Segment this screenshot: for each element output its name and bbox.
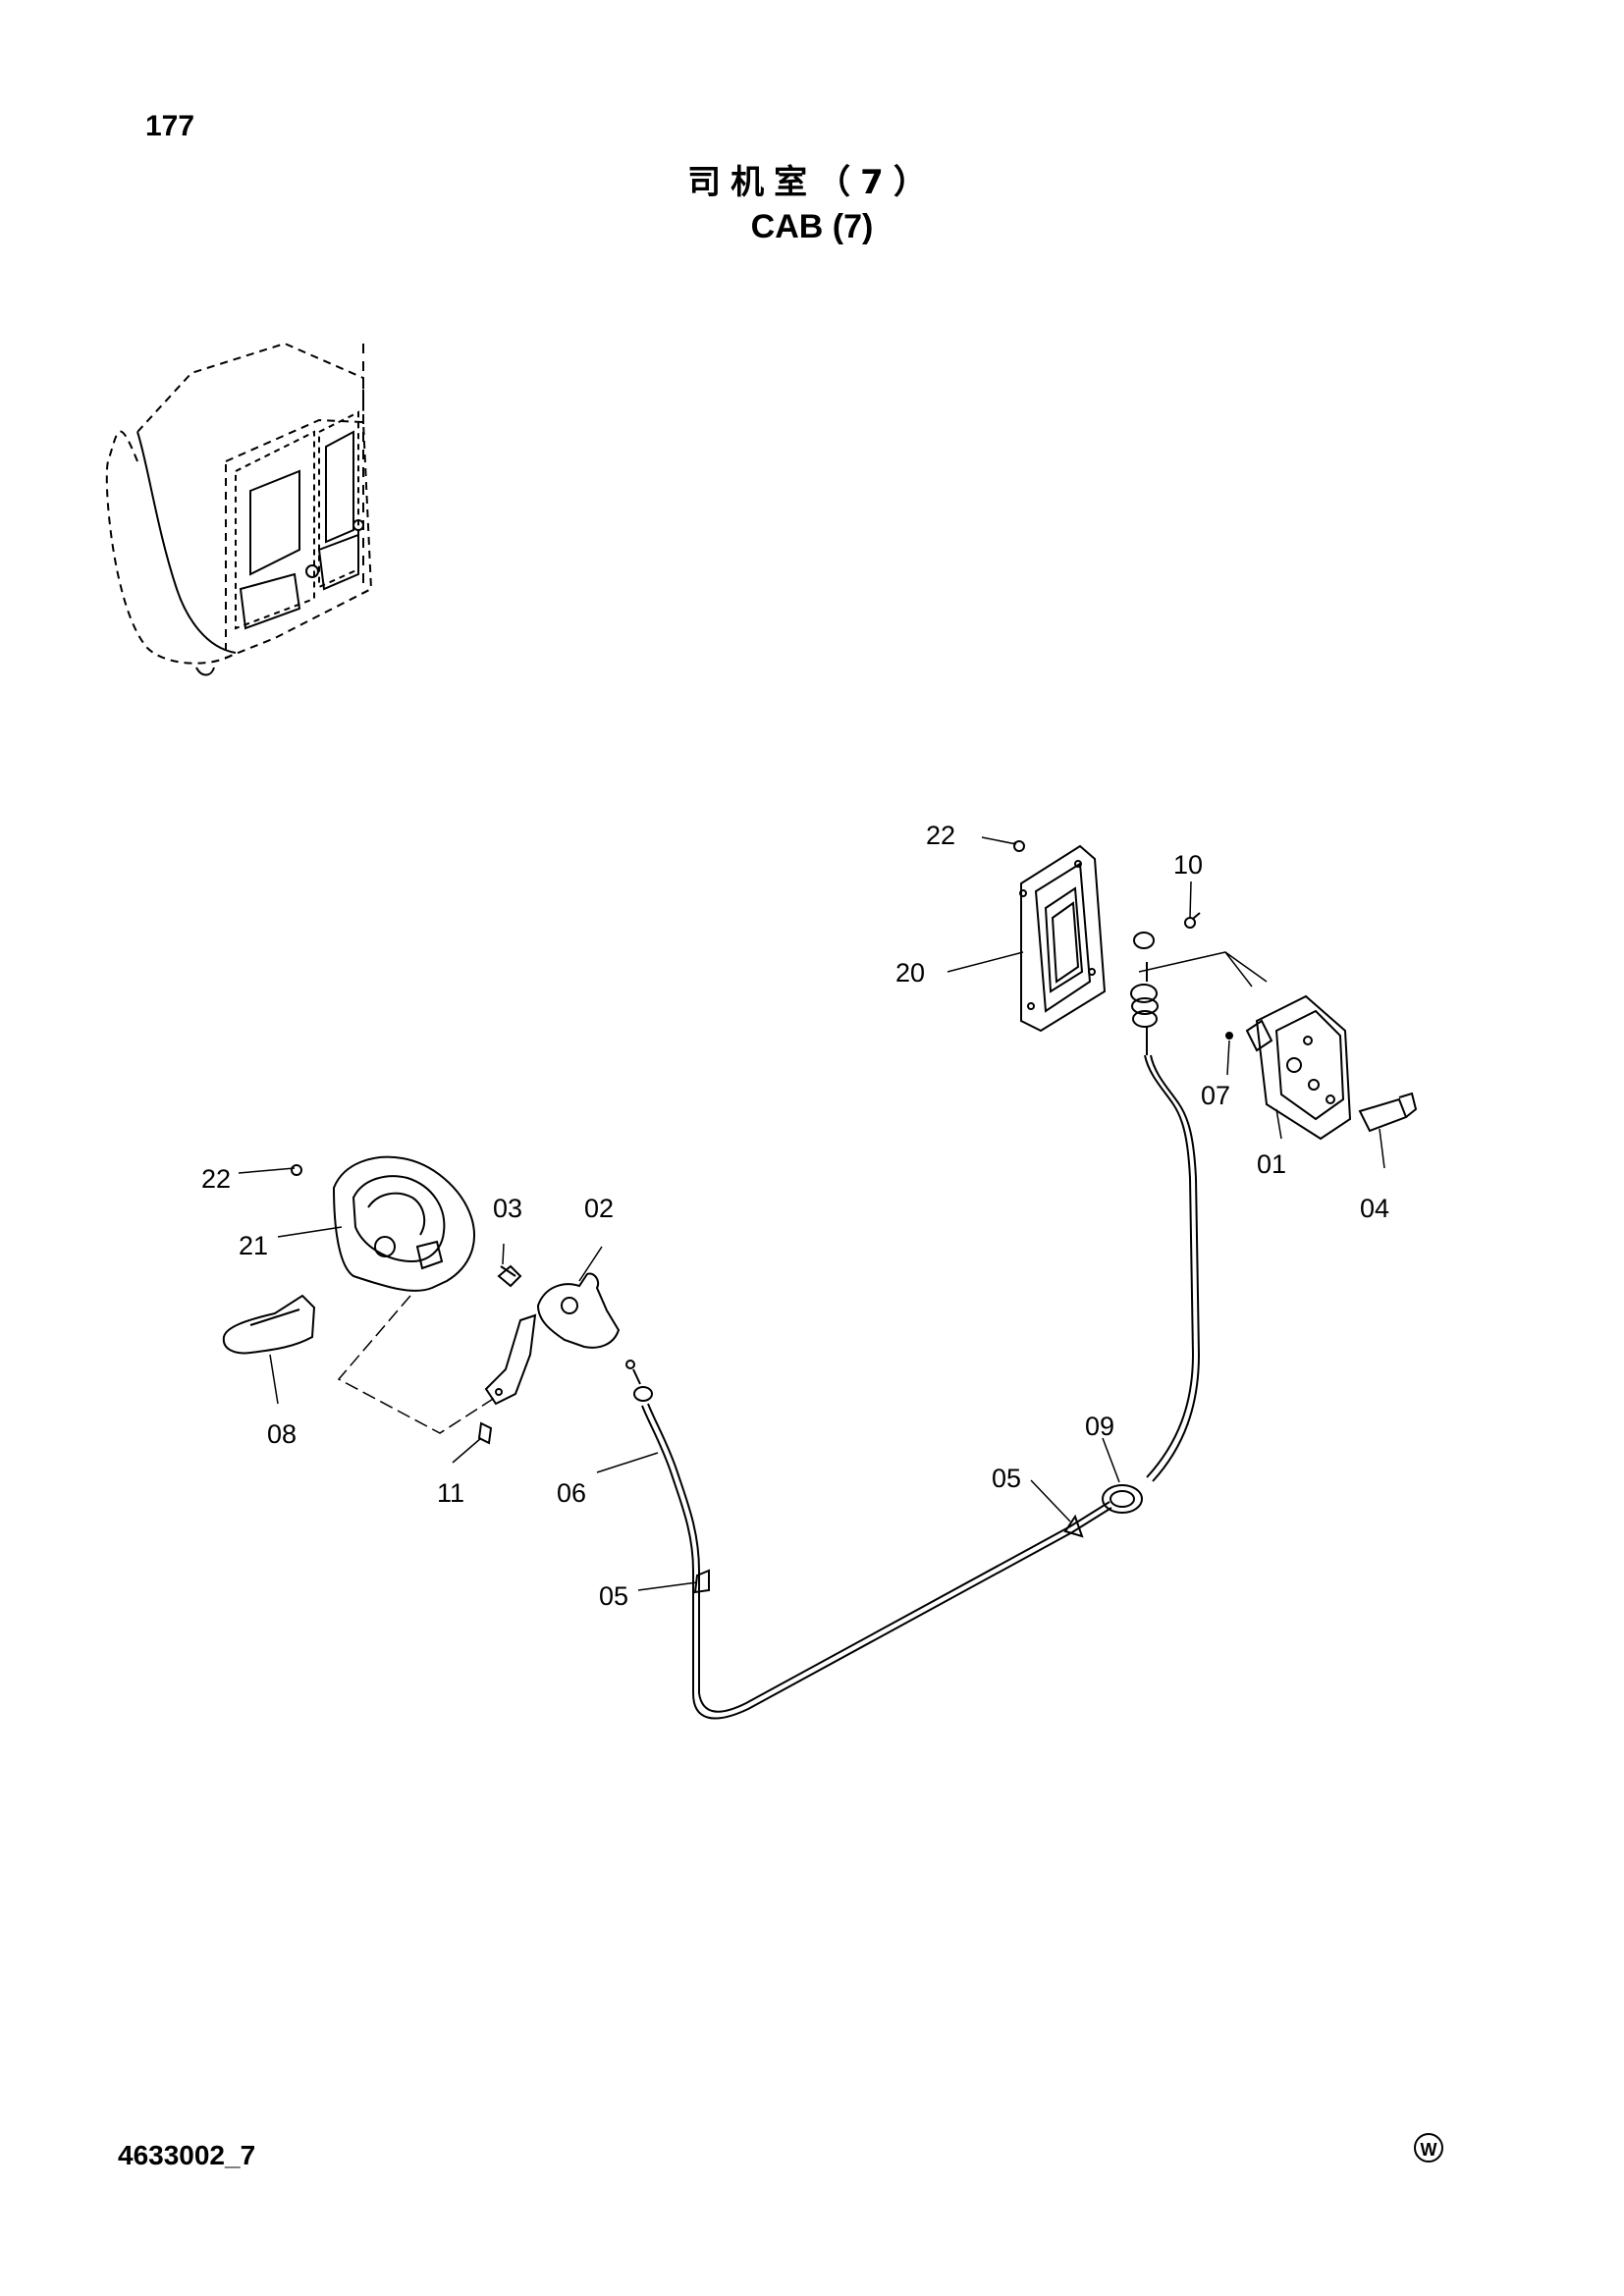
callout-02: 02 <box>584 1194 614 1223</box>
callout-05: 05 <box>992 1464 1021 1493</box>
callout-06: 06 <box>557 1478 586 1508</box>
callout-04: 04 <box>1360 1194 1389 1223</box>
callout-22: 22 <box>201 1164 231 1194</box>
drawing-number: 4633002_7 <box>118 2140 256 2170</box>
callout-labels: 22 10 20 07 01 04 22 21 03 02 08 11 06 0… <box>201 821 1389 1611</box>
callout-11: 11 <box>437 1478 464 1508</box>
callout-10: 10 <box>1173 850 1203 880</box>
cab-overview-illustration <box>105 342 373 676</box>
page-title-english: CAB (7) <box>750 208 874 245</box>
inner-handle-08 <box>222 1294 316 1355</box>
callout-01: 01 <box>1257 1149 1286 1179</box>
callout-08: 08 <box>267 1419 297 1449</box>
callout-09: 09 <box>1085 1412 1114 1441</box>
callout-03: 03 <box>493 1194 522 1223</box>
corner-mark-icon: W <box>1414 2133 1443 2163</box>
callout-21: 21 <box>239 1231 268 1260</box>
door-pocket-plate-20 <box>1013 840 1107 1033</box>
inner-handle-cover-21 <box>291 1155 475 1292</box>
callout-20: 20 <box>895 958 925 988</box>
callout-05: 05 <box>599 1581 628 1611</box>
lock-assembly-01 <box>1184 912 1418 1141</box>
page-title-chinese: 司机室（7） <box>687 163 937 202</box>
page-number: 177 <box>145 110 195 142</box>
release-cable-06 <box>625 932 1201 1720</box>
callout-07: 07 <box>1201 1081 1230 1110</box>
lever-assembly-02 <box>477 1264 621 1445</box>
callout-leaders <box>238 836 1385 1591</box>
callout-22: 22 <box>926 821 955 850</box>
leader-21-to-11 <box>337 1295 502 1434</box>
